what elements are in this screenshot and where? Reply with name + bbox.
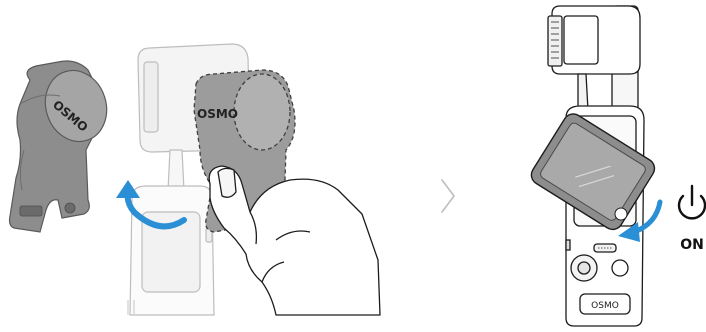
curved-arrow-icon	[618, 199, 663, 242]
curved-arrow-icon	[116, 180, 187, 230]
power-state-label: ON	[680, 237, 704, 253]
power-icon	[677, 184, 706, 220]
cover-brand-attached: OSMO	[197, 107, 238, 121]
loose-cover: OSMO	[8, 60, 108, 233]
step-separator	[441, 179, 455, 213]
device-brand: OSMO	[591, 301, 619, 311]
step-remove-cover: OSMO OSMO	[8, 43, 381, 316]
gimbal-head	[547, 5, 641, 115]
hand	[208, 165, 381, 316]
rotating-screen	[530, 113, 656, 231]
step-power-on: OSMO ON	[530, 5, 706, 327]
device-behind	[127, 43, 251, 316]
